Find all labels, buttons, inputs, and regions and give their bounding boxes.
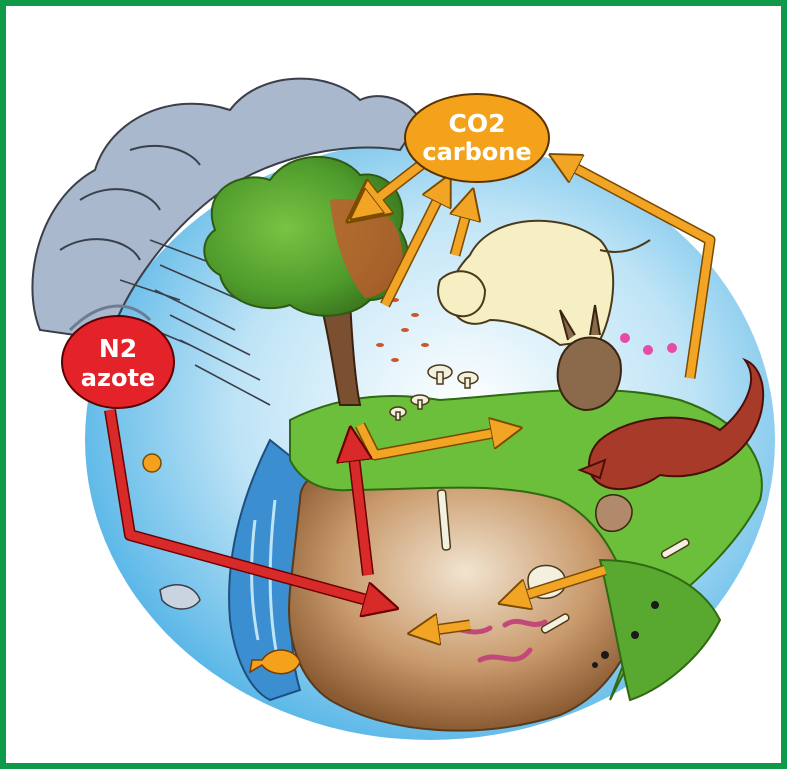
sun-icon	[143, 454, 161, 472]
n2-name-text: azote	[81, 364, 155, 392]
co2-label: CO2 carbone	[405, 94, 549, 182]
prey-rabbit	[596, 495, 632, 532]
co2-formula-text: CO2	[449, 109, 506, 138]
n2-label: N2 azote	[62, 316, 174, 408]
co2-name-text: carbone	[422, 138, 531, 166]
n2-formula-text: N2	[99, 334, 137, 363]
